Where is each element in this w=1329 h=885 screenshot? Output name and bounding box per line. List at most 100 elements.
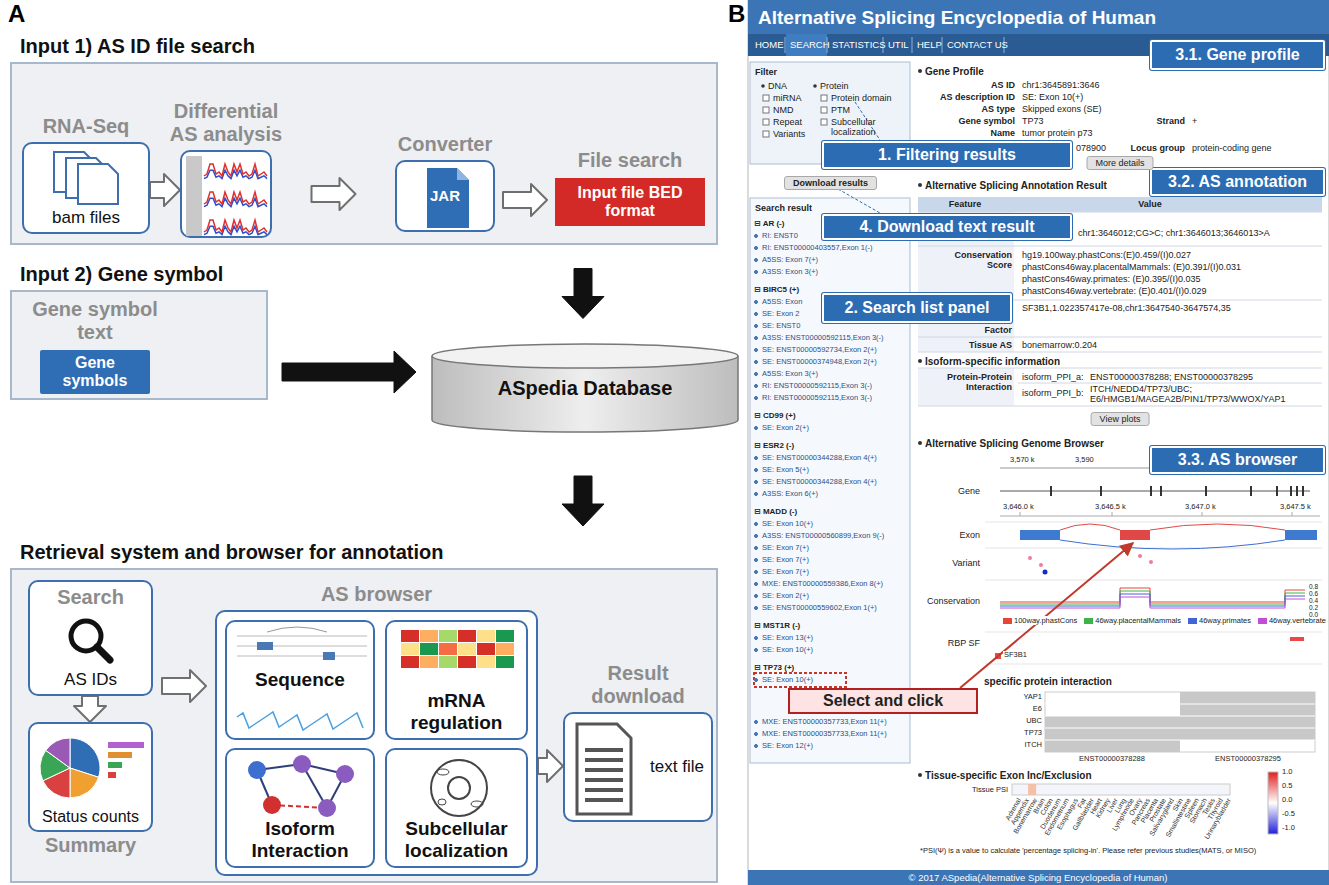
browser-label: 3,647.5 k [1280, 503, 1311, 512]
annotation-table [918, 212, 1322, 213]
browser-label: 3,646.0 k [1003, 503, 1034, 512]
box-heading: Differential AS analysis [161, 100, 291, 146]
genome-browser-tracks [985, 522, 1322, 523]
genome-browser-tracks [1296, 486, 1298, 496]
nav-item: HOME [755, 40, 784, 51]
box-label: 2. Search list panel [845, 299, 990, 317]
genome-browser-tracks [1000, 597, 1305, 608]
icon-part [458, 643, 476, 655]
profile-field: Gene Profile [925, 66, 984, 78]
genome-browser-tracks [1050, 486, 1052, 496]
browser-label: Variant [952, 558, 980, 568]
annotation-table [1018, 383, 1322, 384]
step-box: RNA-Seqbam files [22, 142, 150, 234]
list-item: SE: Exon 10(+) [752, 518, 908, 530]
list-item: SE: Exon 7(+) [752, 542, 908, 554]
annotation-cell: SF3B1,1.022357417e-08,chr1:3647540-36475… [1022, 303, 1231, 313]
scale-value: 1.0 [1282, 768, 1292, 777]
genome-browser-tracks [1112, 512, 1113, 516]
screenshot-frame [748, 0, 1329, 885]
interaction-matrix [1045, 704, 1315, 705]
list-item: ⊟ MST1R (-) [752, 620, 908, 632]
profile-field: protein-coding gene [1192, 143, 1272, 153]
genome-browser-tracks [1000, 594, 1305, 606]
flow-arrow [562, 476, 604, 526]
filter-option: Repeat [773, 117, 802, 127]
browser-label: Gene [958, 486, 980, 496]
list-item: RI: ENST00000592115,Exon 3(-) [752, 392, 908, 404]
genome-browser-tracks [985, 632, 1322, 633]
profile-field: Name [990, 128, 1015, 138]
scale-value: 0.5 [1282, 782, 1292, 791]
genome-browser-tracks [1020, 512, 1021, 516]
annotation-cell: Value [1138, 199, 1162, 209]
genome-browser-tracks [1039, 563, 1043, 567]
annotation-cell: bonemarrow:0.204 [1022, 340, 1097, 350]
annotation-table [918, 368, 1014, 406]
browser-label: 3,590 [1075, 456, 1094, 465]
checkbox [821, 119, 827, 125]
icon [182, 152, 270, 236]
legend-swatch [1003, 618, 1012, 624]
icon-part [585, 788, 623, 792]
section-bullet [918, 441, 922, 445]
callout-box: 3.1. Gene profile [1150, 40, 1325, 70]
icon-part [401, 630, 419, 642]
box-heading: File search [578, 149, 683, 172]
profile-field: AS description ID [940, 92, 1015, 102]
list-item: RI: ENST00000403557,Exon 1(-) [752, 242, 908, 254]
profile-field: tumor protein p73 [1022, 128, 1093, 138]
profile-field: Gene symbol [958, 116, 1015, 126]
nav-item: CONTACT US [947, 40, 1008, 51]
icon-part [186, 156, 202, 236]
list-item: SE: Exon 10(+) [752, 644, 908, 656]
annotation-cell: Alternative Splicing Annotation Result [925, 180, 1107, 192]
icon-part [204, 220, 267, 232]
nav-item: SEARCH [790, 40, 830, 51]
icon-part [237, 636, 367, 637]
box-label: Isoform Interaction [230, 818, 370, 862]
flow-arrow [503, 184, 547, 216]
icon-part [431, 760, 487, 816]
browser-label: specific protein interaction [984, 676, 1112, 688]
annotation-table [918, 352, 1322, 353]
genome-browser-tracks [985, 468, 1322, 664]
box-label: bam files [52, 208, 120, 228]
profile-field: 078900 [1076, 143, 1106, 153]
annotation-table [918, 246, 1322, 247]
box-label: JAR [430, 187, 460, 204]
interaction-matrix [1045, 704, 1315, 740]
annotation-table [918, 337, 1322, 338]
icon-part [477, 630, 495, 642]
feature-box: mRNA regulation [385, 620, 528, 740]
browser-label: 0.4 [1309, 597, 1318, 604]
icon-part [458, 656, 476, 668]
box-label: 1. Filtering results [878, 146, 1016, 164]
interaction-matrix [1045, 692, 1315, 752]
tissue-heatmap [1028, 784, 1036, 795]
icon-part [477, 656, 495, 668]
icon-part [108, 762, 122, 768]
genome-browser-tracks [985, 522, 1322, 664]
genome-browser-tracks [1000, 591, 1305, 604]
legend-swatch [1258, 618, 1267, 624]
annotation-cell: ENST00000378288; ENST00000378295 [1090, 372, 1253, 382]
site-title: Alternative Splicing Encyclopedia of Hum… [758, 7, 1156, 29]
icon-part [577, 724, 631, 814]
filter-option: NMD [773, 105, 794, 115]
browser-label: YAP1 [1023, 693, 1042, 702]
list-item: A3SS: Exon 6(+) [752, 488, 908, 500]
annotation-cell: phastCons46way.vertebrate: (E)0.401/(I)0… [1022, 286, 1206, 296]
annotation-table [918, 368, 1322, 369]
browser-label: ENST00000378295 [1215, 755, 1281, 764]
box-label: Subcellular localization [388, 818, 526, 862]
step-box: Differential AS analysis [180, 150, 272, 238]
annotation-cell: Protein-Protein Interaction [932, 372, 1012, 393]
browser-label: 3,570 k [1010, 456, 1035, 465]
box-label: Search [57, 586, 124, 609]
checkbox [763, 131, 769, 137]
legend-text: 100way.phastCons [1014, 616, 1077, 625]
genome-browser-tracks [1250, 486, 1252, 496]
browser-label: 0.8 [1309, 583, 1318, 590]
